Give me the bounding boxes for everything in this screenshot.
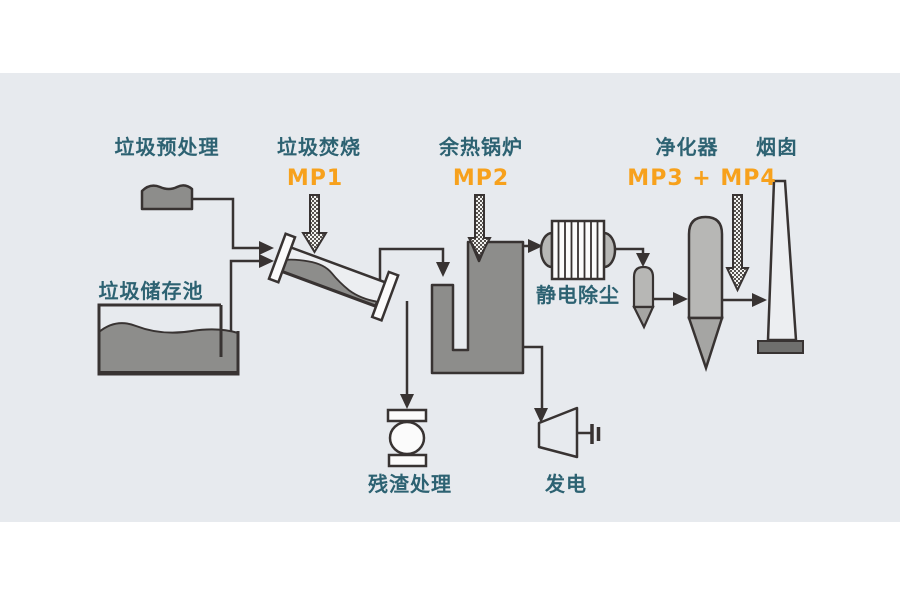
pretreatment-label: 垃圾预处理 bbox=[114, 135, 220, 159]
pretreatment-container bbox=[140, 184, 194, 211]
purifier-cone bbox=[687, 316, 724, 372]
flow-line-boiler-to-generator bbox=[523, 345, 548, 423]
esp-left-cap bbox=[539, 231, 554, 269]
cyclone bbox=[632, 265, 655, 330]
purifier-label: 净化器 bbox=[655, 135, 719, 159]
kiln-outlet-plate bbox=[370, 270, 400, 323]
mp3-mp4-label: MP3 + MP4 bbox=[627, 166, 777, 191]
purifier bbox=[687, 215, 724, 372]
storage-pool bbox=[97, 303, 240, 376]
esp-label: 静电除尘 bbox=[536, 283, 620, 307]
mp2-sampling-arrow bbox=[467, 194, 492, 261]
mp3-mp4-sampling-arrow bbox=[725, 194, 750, 293]
residue-label: 残渣处理 bbox=[368, 472, 452, 496]
mp1-label: MP1 bbox=[286, 166, 344, 191]
mp2-label: MP2 bbox=[452, 166, 510, 191]
kiln-inlet-plate bbox=[267, 232, 297, 284]
rotary-kiln bbox=[267, 232, 400, 323]
flow-line-pretreatment-to-kiln bbox=[192, 197, 274, 255]
esp-plates bbox=[557, 221, 599, 279]
cyclone-cone bbox=[632, 305, 655, 330]
waste-heat-boiler bbox=[430, 240, 525, 375]
flow-line-esp-to-cyclone bbox=[615, 247, 650, 267]
electrostatic-precipitator bbox=[539, 219, 617, 281]
turbine-generator bbox=[537, 406, 601, 459]
flow-line-kiln-to-boiler bbox=[378, 247, 450, 280]
flow-line-kiln-to-residue bbox=[400, 301, 414, 409]
mp1-sampling-arrow bbox=[301, 194, 328, 254]
chimney-label: 烟囱 bbox=[756, 135, 798, 159]
power-label: 发电 bbox=[545, 472, 587, 496]
storage-pool-label: 垃圾储存池 bbox=[98, 279, 204, 303]
boiler-label: 余热锅炉 bbox=[439, 135, 523, 159]
flow-line-cyclone-to-purifier bbox=[653, 292, 688, 306]
chimney-base bbox=[757, 340, 804, 354]
esp-right-cap bbox=[602, 231, 617, 269]
residue-crusher bbox=[386, 408, 428, 468]
incineration-label: 垃圾焚烧 bbox=[277, 135, 361, 159]
flow-line-pool-to-kiln bbox=[229, 254, 274, 333]
flow-line-boiler-to-esp bbox=[523, 239, 543, 253]
flow-line-purifier-to-chimney bbox=[722, 293, 767, 307]
chimney bbox=[757, 179, 804, 354]
